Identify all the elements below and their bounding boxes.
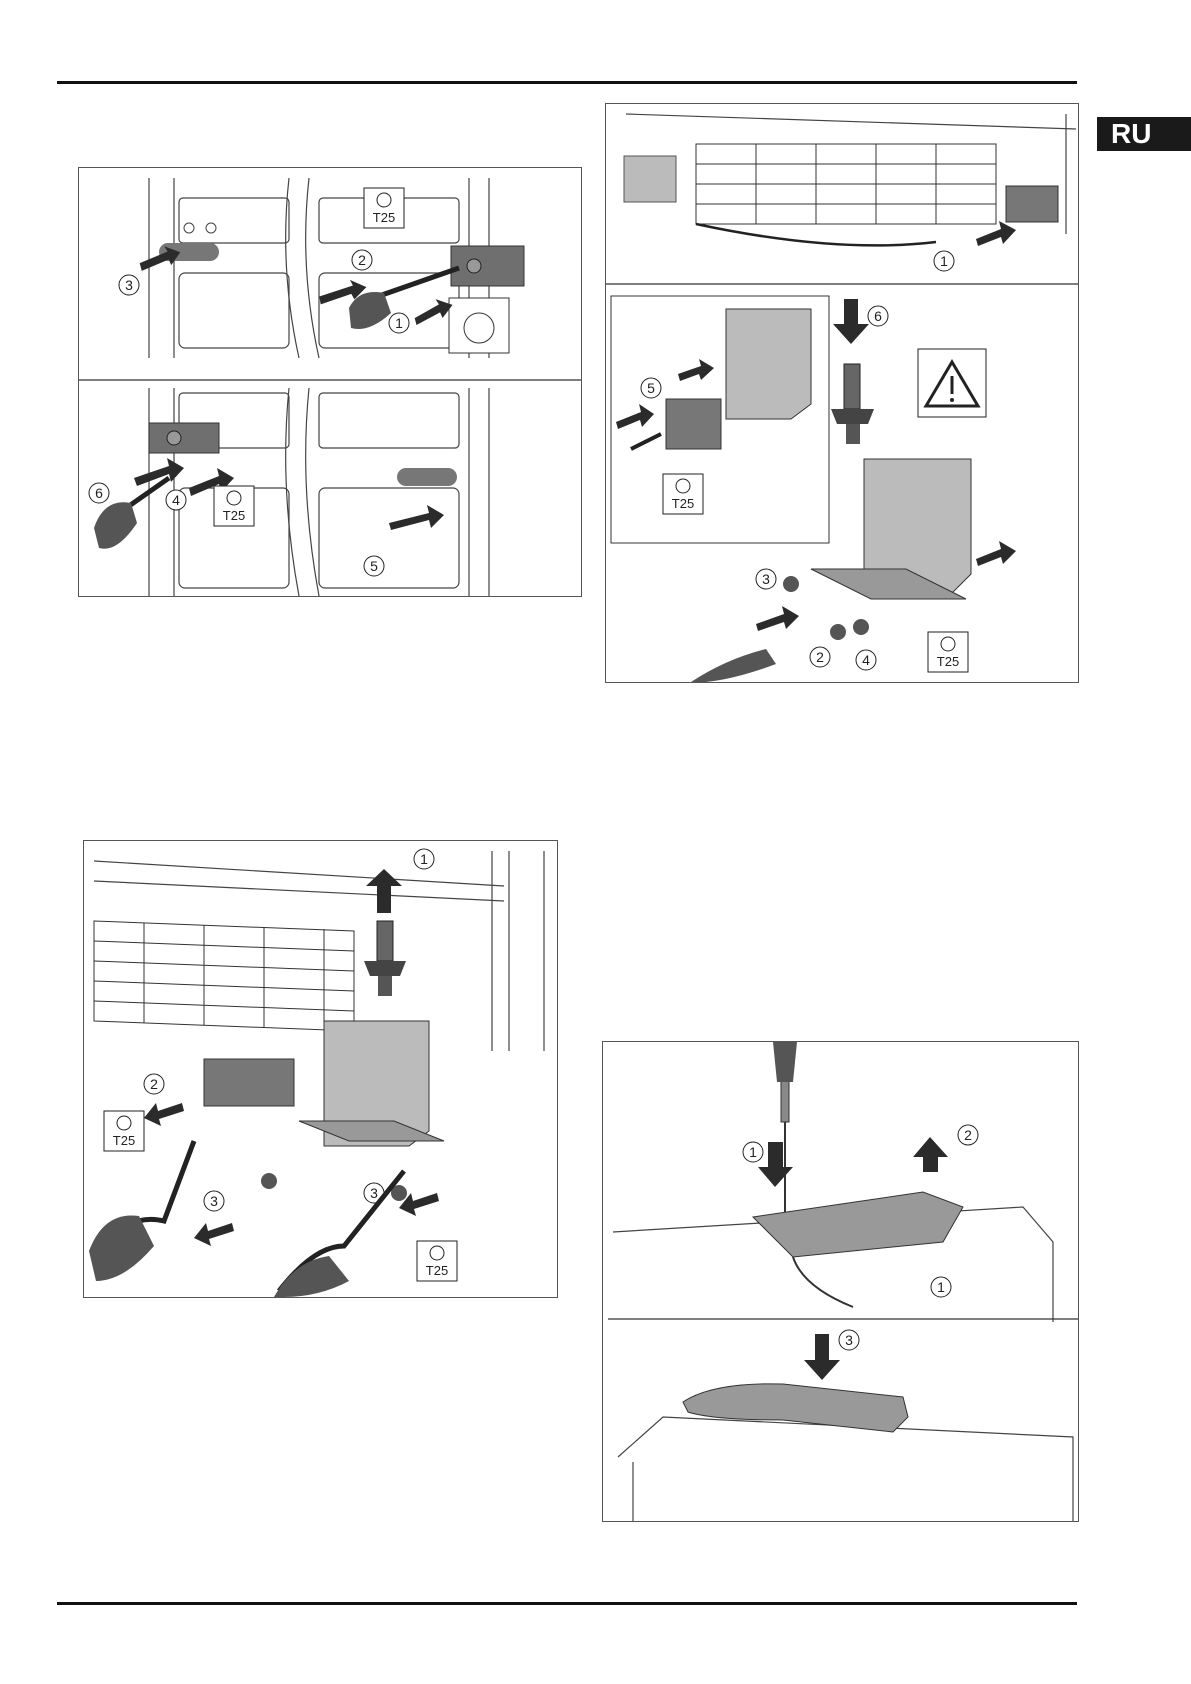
- fig1-callout-3: 3: [125, 277, 133, 293]
- figure-hinge-install-top-right: 1 5 T25 6 3: [605, 103, 1079, 683]
- fig1-callout-6: 6: [95, 485, 103, 501]
- fig3-tool-label-left: T25: [113, 1133, 135, 1148]
- fig4-callout-1b: 1: [937, 1279, 945, 1295]
- figure-hinge-swap-top-left: 3 2 1 4 5 6 T25 T25: [78, 167, 582, 597]
- footer-rule: [57, 1602, 1077, 1605]
- fig1-tool-label-bottom: T25: [223, 508, 245, 523]
- figure-hinge-remove-bottom-left: 1 2 3 3 T25 T25: [83, 840, 558, 1298]
- fig4-callout-1a: 1: [749, 1144, 757, 1160]
- fig1-tool-label-top: T25: [373, 210, 395, 225]
- fig2-callout-2: 2: [816, 649, 824, 665]
- fig1-callout-5: 5: [370, 558, 378, 574]
- figure-2-illustration: 1 5 T25 6 3: [606, 113, 1078, 682]
- fig1-callouts: [88, 249, 410, 577]
- fig2-callout-1: 1: [940, 253, 948, 269]
- fig2-callout-6: 6: [874, 308, 882, 324]
- fig1-callout-4: 4: [172, 492, 180, 508]
- fig3-callout-3a: 3: [210, 1193, 218, 1209]
- figure-3-illustration: 1 2 3 3 T25 T25: [89, 848, 545, 1297]
- fig2-callout-4: 4: [862, 652, 870, 668]
- fig3-callout-3b: 3: [370, 1185, 378, 1201]
- fig2-tool-label-main: T25: [937, 654, 959, 669]
- figure-1-illustration: 3 2 1 4 5 6 T25 T25: [79, 177, 581, 596]
- fig1-callout-2: 2: [358, 252, 366, 268]
- header-rule: [57, 81, 1077, 84]
- figure-cover-bottom-right: 1 2 1 3: [602, 1041, 1079, 1522]
- figure-4-illustration: 1 2 1 3: [608, 1042, 1078, 1521]
- fig2-callout-5: 5: [647, 380, 655, 396]
- fig4-callout-2: 2: [964, 1127, 972, 1143]
- fig2-tool-label-inset: T25: [672, 496, 694, 511]
- fig3-callout-2: 2: [150, 1076, 158, 1092]
- fig3-tool-label-right: T25: [426, 1263, 448, 1278]
- fig1-callout-1: 1: [395, 315, 403, 331]
- fig2-callout-3: 3: [762, 571, 770, 587]
- fig4-callout-3: 3: [845, 1332, 853, 1348]
- language-tab: RU: [1097, 117, 1191, 151]
- fig3-callout-1: 1: [420, 851, 428, 867]
